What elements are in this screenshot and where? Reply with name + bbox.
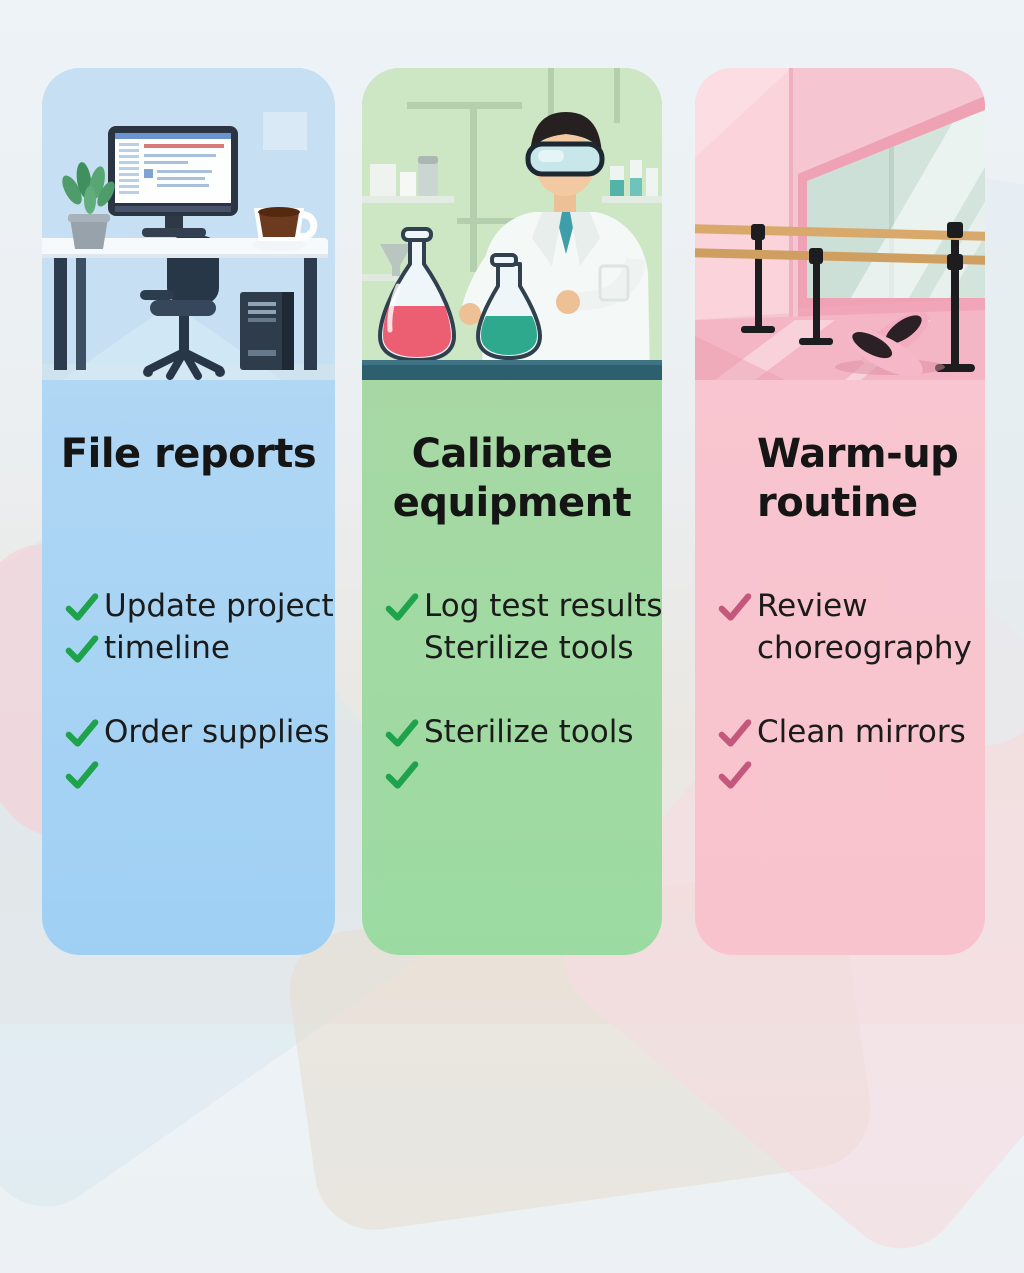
- card-calibrate-equipment: Calibrate equipment Log test results Ste…: [362, 68, 662, 955]
- checkmark-icon: [384, 756, 424, 790]
- checklist-item: [384, 756, 656, 790]
- checkmark-icon: [64, 714, 104, 748]
- checklist-item-label: Clean mirrors: [757, 714, 966, 750]
- lab-shelf-right: [602, 160, 662, 203]
- checkmark-icon: [717, 756, 757, 790]
- checklist: Update project timeline Order supplies: [64, 588, 334, 790]
- office-chair-icon: [140, 236, 225, 380]
- scientist-shirt: [555, 212, 577, 254]
- ballet-studio-scene: [695, 68, 985, 380]
- desk: [42, 238, 328, 370]
- ballet-shoes-icon: [835, 311, 945, 377]
- checklist: Review choreography Clean mirrors: [717, 588, 979, 790]
- checklist-item: [64, 756, 329, 790]
- card-title: File reports: [42, 430, 335, 479]
- screen-sidebar-lines: [119, 143, 139, 194]
- checkmark-icon: [64, 756, 104, 790]
- checklist-item-label: Review: [757, 588, 868, 624]
- checkmark-icon: [64, 588, 104, 622]
- checklist-item: Order supplies: [64, 714, 330, 750]
- coat-pocket: [598, 264, 630, 302]
- card-title: Warm-up routine: [695, 430, 985, 528]
- checklist-item: [717, 756, 979, 790]
- lab-scene: [362, 68, 662, 380]
- checkmark-icon: [717, 588, 757, 622]
- plant-icon: [62, 162, 115, 249]
- card-title-line: equipment: [392, 480, 632, 526]
- office-desk-scene: [42, 68, 335, 380]
- scientist-hair: [530, 112, 602, 160]
- floor-highlight: [62, 303, 282, 380]
- lab-scene-illustration: [362, 68, 662, 380]
- checkmark-icon: [384, 714, 424, 748]
- wall-panel: [263, 112, 307, 150]
- checklist-item-label: Log test results: [424, 588, 662, 624]
- card-title-line: routine: [757, 480, 918, 526]
- screen-text-lines: [144, 154, 216, 187]
- card-title-line: Calibrate: [411, 431, 613, 477]
- checklist: Log test results Sterilize tools Sterili…: [384, 588, 662, 790]
- checkmark-icon: [717, 714, 757, 748]
- coffee-cup-icon: [252, 207, 318, 251]
- checklist-item-label: Order supplies: [104, 714, 330, 750]
- checklist-item-label: timeline: [104, 630, 230, 666]
- card-title-line: File reports: [60, 431, 317, 477]
- checklist-item: timeline: [64, 630, 329, 666]
- monitor-icon: [108, 126, 238, 237]
- checklist-item-label: Sterilize tools: [424, 630, 634, 666]
- checklist-item-label: choreography: [757, 630, 972, 666]
- checklist-item: Update project: [64, 588, 334, 624]
- checklist-item-label: Update project: [104, 588, 334, 624]
- card-title-line: Warm-up: [757, 431, 959, 477]
- lab-shelf-left: [362, 156, 454, 281]
- checklist-item: Log test results: [384, 588, 662, 624]
- ballet-barre-icon: [695, 222, 985, 372]
- checklist-item: Sterilize tools: [384, 714, 656, 750]
- lab-background-frames: [407, 68, 620, 272]
- ballet-studio-illustration: [695, 68, 985, 380]
- checkmark-icon: [64, 630, 104, 664]
- office-desk-illustration: [42, 68, 335, 380]
- checklist-item: Review: [717, 588, 979, 624]
- checklist-item: choreography: [717, 630, 979, 666]
- screen-red-line: [144, 144, 224, 148]
- card-title: Calibrate equipment: [362, 430, 662, 528]
- card-warm-up-routine: Warm-up routine Review choreography Clea…: [695, 68, 985, 955]
- flask-teal-icon: [476, 253, 542, 360]
- checklist-item-label: Sterilize tools: [424, 714, 634, 750]
- card-file-reports: File reports Update project timeline Ord…: [42, 68, 335, 955]
- checklist-item: Clean mirrors: [717, 714, 979, 750]
- checkmark-icon: [384, 588, 424, 622]
- checklist-item: Sterilize tools: [384, 630, 656, 666]
- computer-tower-icon: [240, 292, 294, 370]
